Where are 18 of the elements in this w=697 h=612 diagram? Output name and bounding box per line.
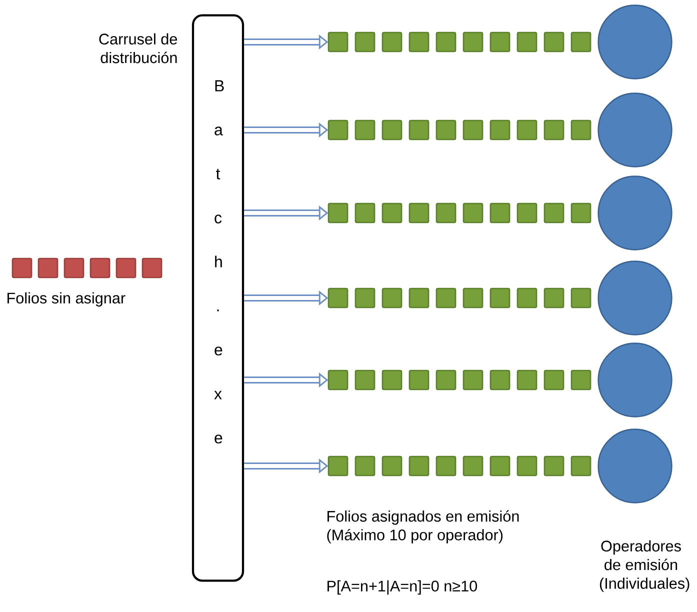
program-box: B a t c h . e x e — [192, 14, 244, 582]
label-text: P[A=n+1|A=n]=0 n≥10 — [328, 580, 478, 595]
folio-squares — [328, 120, 592, 140]
operator-circle — [598, 428, 672, 504]
operator-circle — [598, 176, 672, 250]
operator-circle — [598, 260, 672, 336]
label-text: Folios asignados en emisión (Máximo 10 por operador) — [327, 510, 519, 544]
label-text: Carrusel de distribución — [99, 33, 178, 64]
folio-squares — [328, 288, 592, 308]
operator-circle — [598, 342, 672, 418]
folio-squares — [328, 370, 592, 390]
label-text: Operadores de emisión (Individuales) — [600, 540, 690, 592]
operator-circle — [598, 92, 672, 168]
folio-squares — [328, 32, 592, 52]
folio-squares — [328, 456, 592, 476]
label-text: Folios sin asignar — [8, 292, 126, 307]
folio-squares — [328, 202, 592, 224]
operator-circle — [598, 4, 672, 80]
